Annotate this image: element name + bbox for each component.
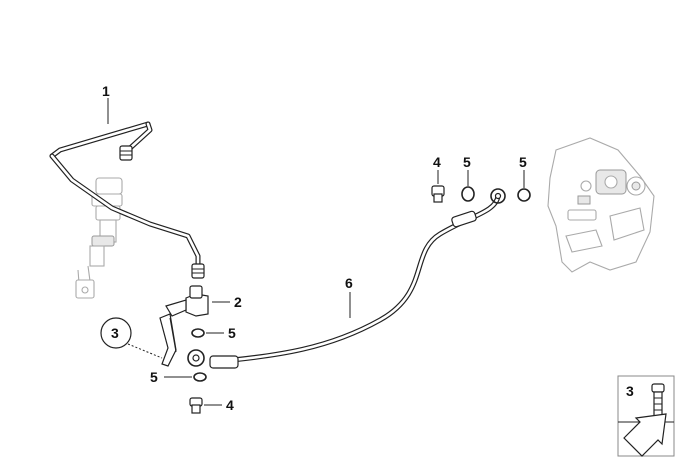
callout-3: 3	[111, 325, 119, 341]
seal-ring-low-part-5	[193, 372, 207, 382]
screw-icon	[651, 383, 665, 417]
callout-5-top-b: 5	[519, 154, 527, 170]
callout-4-top: 4	[433, 154, 441, 170]
legend-box: 3	[617, 375, 675, 457]
callout-5-top-a: 5	[463, 154, 471, 170]
leader-3	[127, 343, 163, 359]
seal-ring-top-a-part-5	[461, 186, 475, 202]
banjo-bolt-low-part-4	[189, 397, 203, 414]
holder-part-3	[159, 313, 177, 367]
callout-2: 2	[234, 294, 242, 310]
banjo-bolt-top-part-4	[431, 185, 445, 203]
arrow-icon	[623, 413, 667, 457]
callout-6: 6	[345, 275, 353, 291]
callout-5-low: 5	[150, 369, 158, 385]
legend-label: 3	[626, 383, 634, 399]
callout-1: 1	[102, 83, 110, 99]
callout-5-mid: 5	[228, 325, 236, 341]
master-cylinder-ghost	[75, 177, 123, 299]
brake-caliper-ghost	[547, 137, 655, 273]
brake-hose-part-6	[187, 188, 506, 369]
brake-pipe-part-1	[49, 121, 205, 279]
pipe-distributor-part-2	[165, 285, 209, 317]
callout-4-low: 4	[226, 397, 234, 413]
callout-3-circle	[100, 317, 132, 349]
seal-ring-top-b-part-5	[517, 188, 531, 202]
seal-ring-mid-part-5	[191, 328, 205, 338]
